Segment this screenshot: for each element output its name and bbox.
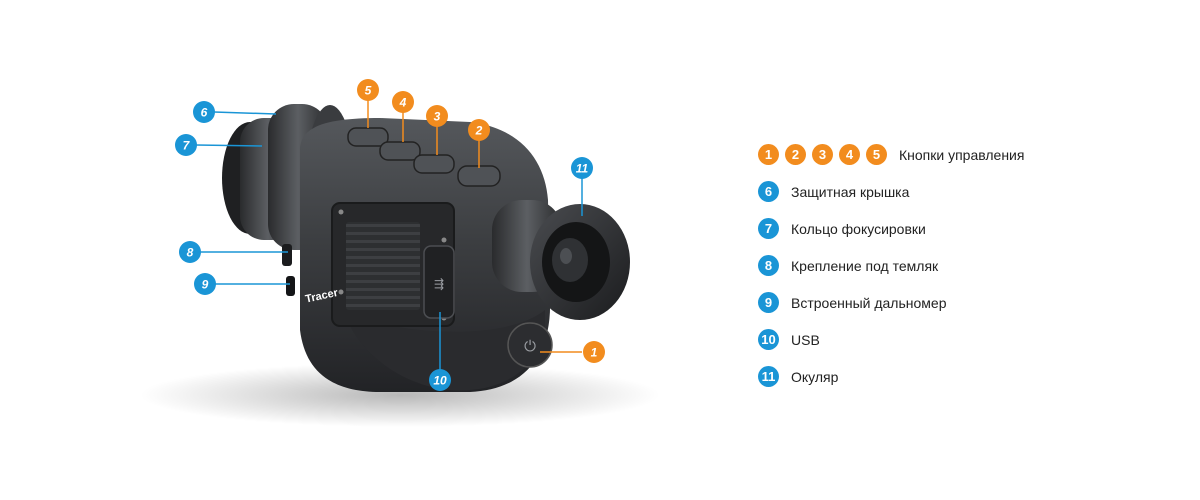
legend-number: 3	[812, 144, 833, 165]
legend-row: 9 Встроенный дальномер	[758, 284, 1178, 321]
legend-number: 4	[839, 144, 860, 165]
rangefinder-window	[286, 276, 295, 296]
svg-text:5: 5	[365, 84, 372, 98]
legend-number: 11	[758, 366, 779, 387]
legend: 1 2 3 4 5 Кнопки управления 6 Защитная к…	[758, 136, 1178, 395]
legend-row-controls: 1 2 3 4 5 Кнопки управления	[758, 136, 1178, 173]
legend-row: 11 Окуляр	[758, 358, 1178, 395]
usb-icon: ⇶	[434, 277, 444, 291]
legend-row: 7 Кольцо фокусировки	[758, 210, 1178, 247]
svg-text:7: 7	[183, 139, 191, 153]
callout-badge-2: 2	[468, 119, 490, 141]
svg-text:3: 3	[434, 110, 441, 124]
svg-text:8: 8	[187, 246, 194, 260]
svg-text:9: 9	[202, 278, 209, 292]
callout-badge-11: 11	[571, 157, 593, 179]
svg-text:11: 11	[576, 162, 589, 176]
legend-number: 10	[758, 329, 779, 350]
eyepiece-assembly	[492, 200, 630, 320]
power-icon: ⏻	[524, 337, 536, 355]
legend-label-controls: Кнопки управления	[899, 146, 1025, 163]
legend-label: Защитная крышка	[791, 183, 910, 200]
legend-number: 8	[758, 255, 779, 276]
device-shadow	[140, 363, 660, 427]
legend-number: 6	[758, 181, 779, 202]
leader-lines	[195, 111, 583, 374]
callout-badge-6: 6	[193, 101, 215, 123]
legend-row: 10 USB	[758, 321, 1178, 358]
svg-text:6: 6	[201, 106, 208, 120]
grip	[340, 300, 545, 391]
svg-text:10: 10	[433, 374, 447, 388]
legend-label: Окуляр	[791, 368, 839, 385]
legend-number: 5	[866, 144, 887, 165]
legend-label: Встроенный дальномер	[791, 294, 947, 311]
callout-badge-9: 9	[194, 273, 216, 295]
legend-number: 7	[758, 218, 779, 239]
callout-badge-5: 5	[357, 79, 379, 101]
legend-label: USB	[791, 331, 820, 348]
strap-mount	[282, 244, 292, 266]
callout-badge-8: 8	[179, 241, 201, 263]
legend-label: Кольцо фокусировки	[791, 220, 926, 237]
legend-row: 6 Защитная крышка	[758, 173, 1178, 210]
callout-badge-1: 1	[583, 341, 605, 363]
power-button[interactable]	[507, 322, 553, 368]
usb-flap	[423, 245, 455, 319]
callout-badge-3: 3	[426, 105, 448, 127]
svg-text:1: 1	[591, 346, 598, 360]
control-button-2[interactable]	[457, 165, 501, 187]
svg-text:2: 2	[475, 124, 483, 138]
control-buttons	[347, 127, 501, 187]
legend-number: 9	[758, 292, 779, 313]
legend-label: Крепление под темляк	[791, 257, 939, 274]
legend-row: 8 Крепление под темляк	[758, 247, 1178, 284]
leader-lines-orange	[367, 100, 582, 353]
callout-badge-10: 10	[429, 369, 451, 391]
callout-badge-4: 4	[392, 91, 414, 113]
control-button-3[interactable]	[413, 154, 455, 174]
svg-text:4: 4	[399, 96, 407, 110]
legend-number: 2	[785, 144, 806, 165]
cooling-grille	[346, 222, 420, 310]
control-button-4[interactable]	[379, 141, 421, 161]
control-button-5[interactable]	[347, 127, 389, 147]
legend-number: 1	[758, 144, 779, 165]
callout-badge-7: 7	[175, 134, 197, 156]
